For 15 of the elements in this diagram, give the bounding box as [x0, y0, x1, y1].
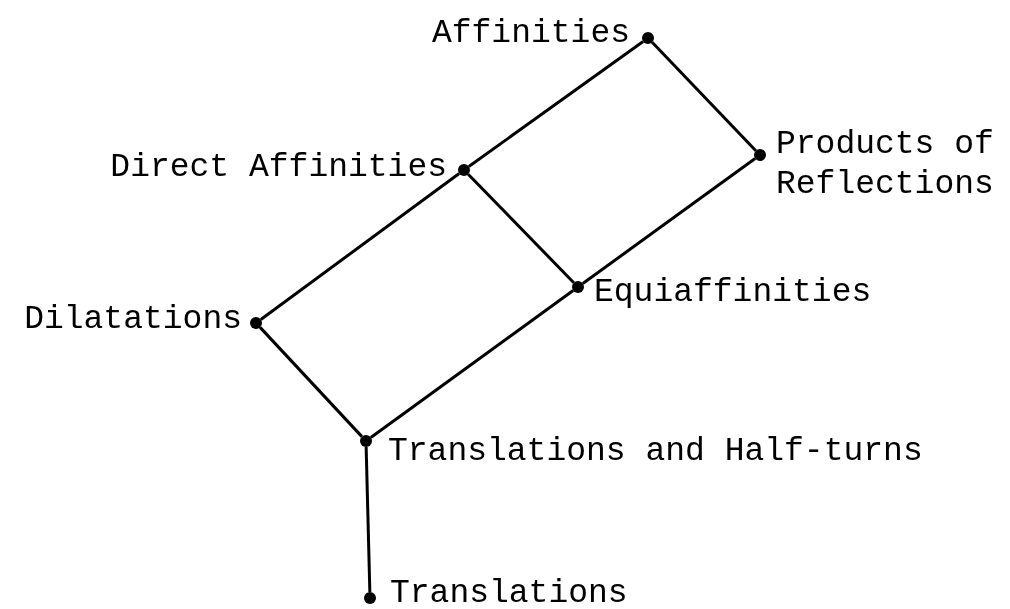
- node-label: Dilatations: [24, 300, 242, 340]
- node-label: Products of Reflections: [776, 125, 995, 205]
- node-label: Translations and Half-turns: [388, 432, 923, 472]
- connector-line: [259, 172, 461, 321]
- connector-line: [259, 326, 363, 438]
- connector-line: [467, 173, 575, 284]
- connector-line: [364, 446, 372, 593]
- connector-line: [369, 289, 575, 439]
- node-label: Equiaffinities: [594, 273, 872, 313]
- node-label: Direct Affinities: [110, 148, 447, 188]
- node-label: Affinities: [431, 14, 630, 54]
- connector-line: [581, 157, 757, 285]
- node-label: Translations: [390, 574, 628, 609]
- connector-line: [651, 41, 757, 152]
- connector-line: [468, 40, 644, 168]
